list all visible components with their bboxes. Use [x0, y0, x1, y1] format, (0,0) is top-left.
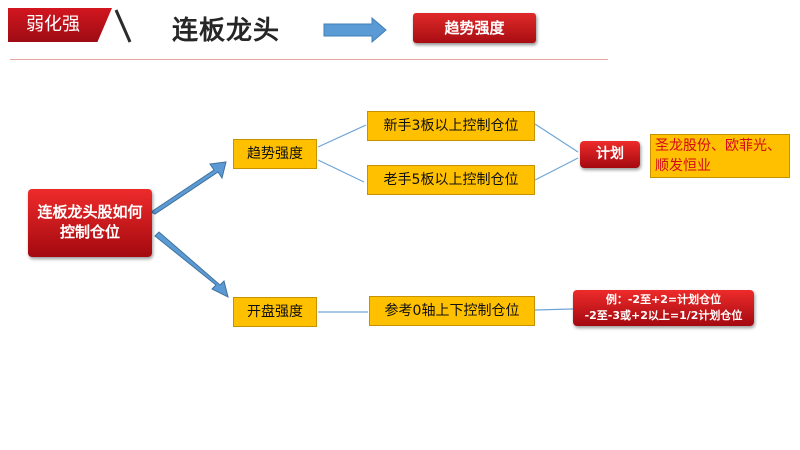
page-title: 连板龙头 [172, 16, 281, 46]
node-open-example: 例：-2至+2=计划仓位 -2至-3或+2以上=1/2计划仓位 [573, 290, 754, 326]
node-rule-veteran: 老手5板以上控制仓位 [367, 165, 535, 195]
slash-divider-icon [114, 9, 132, 43]
arrow-up-right-icon [150, 161, 227, 215]
connector-old-plan [534, 157, 579, 181]
node-plan-stocks: 圣龙股份、欧菲光、顺发恒业 [650, 134, 790, 178]
arrow-right-icon [323, 17, 387, 43]
node-plan: 计划 [580, 141, 640, 168]
connector-new-plan [534, 123, 579, 153]
section-tag: 弱化强 [8, 8, 112, 42]
node-rule-beginner: 新手3板以上控制仓位 [367, 111, 535, 141]
node-open-strength: 开盘强度 [233, 297, 317, 327]
connector-trend-old [317, 159, 365, 183]
connector-trend-new [317, 124, 367, 148]
arrow-down-right-icon [154, 231, 229, 298]
example-line-1: 例：-2至+2=计划仓位 [605, 293, 722, 306]
node-trend-strength: 趋势强度 [233, 139, 317, 169]
node-rule-zero-axis: 参考0轴上下控制仓位 [369, 296, 535, 326]
topic-badge: 趋势强度 [413, 13, 536, 43]
example-line-2: -2至-3或+2以上=1/2计划仓位 [584, 309, 743, 322]
header-divider [10, 59, 608, 60]
root-node: 连板龙头股如何控制仓位 [28, 189, 152, 257]
connector-rule-example [534, 308, 574, 311]
